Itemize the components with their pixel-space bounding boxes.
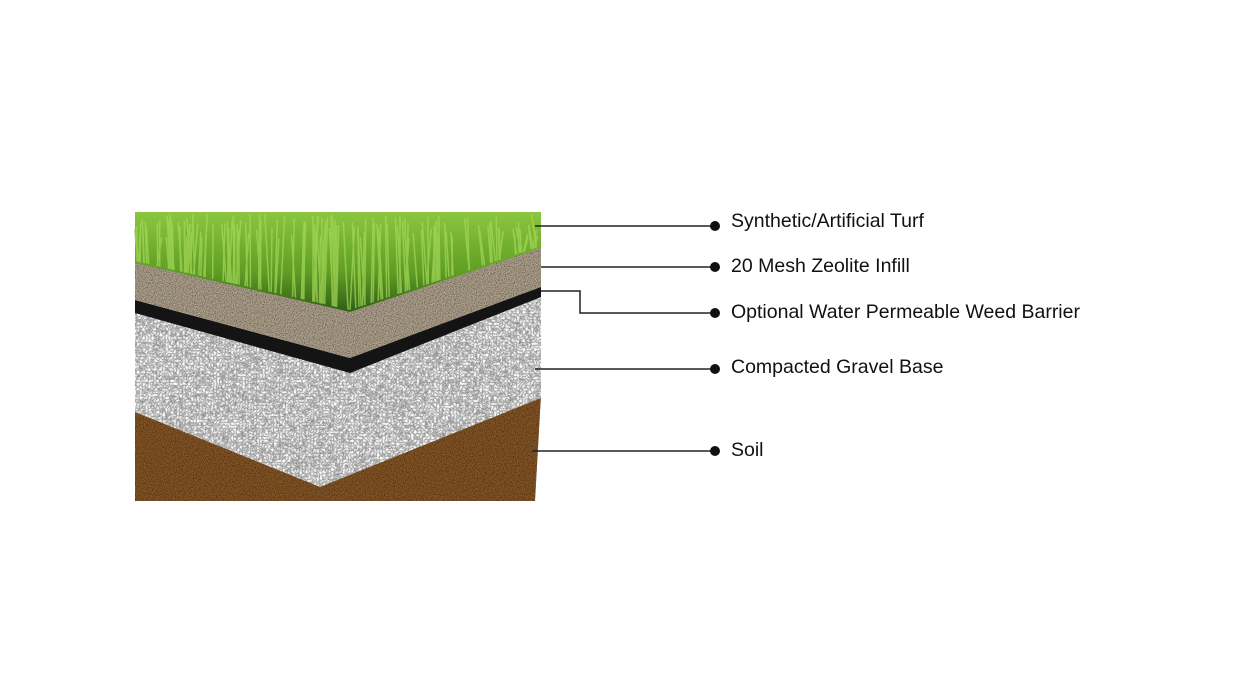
grass-blade xyxy=(351,222,357,309)
grass-blade xyxy=(386,223,390,297)
grass-blade xyxy=(490,220,497,262)
grass-blade xyxy=(323,217,329,305)
grass-blade xyxy=(335,236,340,307)
grass-blade xyxy=(376,223,382,300)
bullet-dot-soil xyxy=(710,446,720,456)
grass-blade xyxy=(141,218,146,264)
grass-blade xyxy=(530,214,538,248)
grass-blade xyxy=(528,230,534,249)
grass-blade xyxy=(244,222,249,287)
grass-blade xyxy=(330,215,334,306)
grass-blade xyxy=(168,226,175,270)
label-infill: 20 Mesh Zeolite Infill xyxy=(731,255,910,277)
grass-blade xyxy=(189,214,194,274)
grass-blade xyxy=(145,227,150,265)
grass-blade xyxy=(235,219,242,285)
grass-blade xyxy=(466,218,470,271)
bullet-dot-gravel xyxy=(710,364,720,374)
grass-blade xyxy=(274,238,280,294)
grass-blade xyxy=(280,215,286,295)
grass-blade xyxy=(401,220,407,292)
grass-blade xyxy=(220,223,228,282)
grass-blade xyxy=(519,229,523,253)
grass-blade xyxy=(332,224,337,307)
grass-blade xyxy=(359,236,366,306)
bullet-dot-barrier xyxy=(710,308,720,318)
grass-blade xyxy=(364,219,367,306)
grass-blade xyxy=(487,225,492,263)
label-turf: Synthetic/Artificial Turf xyxy=(731,210,924,232)
grass-blade xyxy=(313,236,318,302)
grass-blade xyxy=(349,227,356,311)
grass-blade xyxy=(489,222,494,263)
grass-blade xyxy=(226,228,230,283)
grass-blade xyxy=(257,214,261,290)
grass-blade xyxy=(396,226,403,293)
grass-blade xyxy=(498,231,504,261)
grass-blade xyxy=(394,217,399,294)
grass-blade xyxy=(184,236,188,273)
grass-blade xyxy=(133,229,140,262)
grass-blade xyxy=(290,234,297,298)
grass-blade xyxy=(185,223,191,273)
grass-blade xyxy=(177,222,183,272)
grass-blade xyxy=(523,236,529,252)
grass-blade xyxy=(264,214,270,292)
grass-blade xyxy=(438,215,441,280)
grass-blade xyxy=(372,222,376,303)
grass-blade xyxy=(450,231,454,276)
grass-blade xyxy=(137,238,141,262)
grass-blade xyxy=(361,231,366,306)
grass-blade xyxy=(274,219,279,293)
label-soil: Soil xyxy=(731,439,764,461)
bullet-dot-turf xyxy=(710,221,720,231)
leader-line-barrier xyxy=(541,290,714,314)
grass-blade xyxy=(255,229,262,290)
grass-blade xyxy=(342,221,349,310)
grass-blade xyxy=(384,216,388,298)
grass-blade xyxy=(316,235,322,304)
grass-blade xyxy=(420,229,425,286)
grass-blade xyxy=(199,236,203,277)
grass-blade xyxy=(412,233,419,288)
grass-blade xyxy=(527,225,532,250)
grass-blade xyxy=(187,232,193,274)
grass-blade xyxy=(320,226,326,304)
grass-blade xyxy=(370,217,375,303)
bullet-dot-infill xyxy=(710,262,720,272)
soil-layer xyxy=(135,395,541,501)
grass-blade xyxy=(211,224,214,279)
grass-blade xyxy=(165,237,170,269)
grass-blade xyxy=(421,221,428,285)
grass-blade xyxy=(405,222,409,292)
label-weed-barrier: Optional Water Permeable Weed Barrier xyxy=(731,301,1080,323)
grass-blade xyxy=(377,227,384,300)
grass-blade xyxy=(322,220,327,304)
grass-blade xyxy=(270,227,273,293)
grass-blade xyxy=(522,233,529,253)
grass-blade xyxy=(204,233,207,277)
turf-layer xyxy=(133,212,541,312)
weed-barrier-layer xyxy=(135,285,541,373)
leader-lines xyxy=(532,225,714,452)
infill-layer xyxy=(135,246,541,358)
grass-blade xyxy=(425,228,432,285)
grass-blade xyxy=(437,237,440,281)
grass-blade xyxy=(478,230,486,266)
grass-blade xyxy=(495,216,498,261)
grass-blade xyxy=(232,232,236,284)
grass-blade xyxy=(445,231,450,277)
grass-blade xyxy=(198,231,202,276)
grass-blade xyxy=(512,228,518,255)
grass-blade xyxy=(301,223,307,300)
label-gravel: Compacted Gravel Base xyxy=(731,356,944,378)
grass-blade xyxy=(144,222,148,264)
grass-blade xyxy=(515,226,522,253)
grass-blade xyxy=(357,230,360,308)
grass-blade xyxy=(443,222,447,278)
